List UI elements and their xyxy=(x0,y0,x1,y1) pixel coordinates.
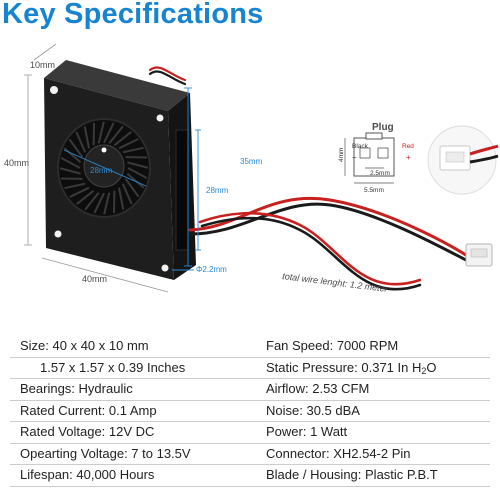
spec-rated-current: Rated Current: 0.1 Amp xyxy=(20,402,157,418)
fan-blade xyxy=(76,189,95,205)
width-label: 40mm xyxy=(82,274,107,284)
fan-blade xyxy=(127,161,149,169)
spec-row: Rated Current: 0.1 Amp Noise: 30.5 dBA xyxy=(0,401,500,422)
fan-blade xyxy=(75,131,87,153)
spec-noise: Noise: 30.5 dBA xyxy=(266,402,360,418)
fan-blade xyxy=(64,182,86,190)
fan-blade xyxy=(69,186,90,198)
wire-length-label: total wire lenght: 1.2 meter xyxy=(282,271,389,294)
spec-rated-voltage: Rated Voltage: 12V DC xyxy=(20,424,155,439)
fan-blade xyxy=(83,126,90,149)
mount-hole-icon xyxy=(156,114,164,122)
plug-width-label: 5.5mm xyxy=(364,187,384,194)
hole-diameter-label: Φ2.2mm xyxy=(196,265,227,274)
fan-blade xyxy=(108,125,124,145)
mount-hole-icon xyxy=(54,230,62,238)
fan-blade xyxy=(103,122,115,144)
fan-blade xyxy=(126,172,145,189)
height-label: 40mm xyxy=(4,158,29,168)
inner-height-label: 28mm xyxy=(206,186,229,195)
fan-blade xyxy=(97,121,105,144)
fan-body xyxy=(44,60,196,280)
spec-row: Bearings: Hydraulic Airflow: 2.53 CFM xyxy=(0,379,500,401)
plug-title: Plug xyxy=(372,122,394,133)
spec-row: 1.57 x 1.57 x 0.39 Inches Static Pressur… xyxy=(0,358,500,379)
fan-blade xyxy=(118,187,125,210)
page-title: Key Specifications xyxy=(2,0,264,30)
fan-blade xyxy=(63,147,82,164)
plug-pitch-label: 2.5mm xyxy=(370,170,390,177)
spec-size: Size: 40 x 40 x 10 mm xyxy=(20,338,149,353)
spec-row: Opearting Voltage: 7 to 13.5V Connector:… xyxy=(0,444,500,465)
plug-black-label: Black xyxy=(352,143,369,150)
fan-blade xyxy=(118,138,139,150)
fan-blade xyxy=(121,183,133,205)
spec-airflow: Airflow: 2.53 CFM xyxy=(266,381,370,396)
fan-blade xyxy=(60,157,81,169)
spec-table: Size: 40 x 40 x 10 mm Fan Speed: 7000 RP… xyxy=(0,336,500,487)
fan-blade xyxy=(59,167,81,175)
plug-diagram: Plug Black Red − + 2.5mm 4mm 5.5mm xyxy=(338,122,414,194)
fan-blade xyxy=(84,191,100,211)
plug-red-label: Red xyxy=(402,143,414,150)
fan-cable xyxy=(148,66,472,291)
fan-blade xyxy=(68,138,84,158)
fan-blade xyxy=(127,167,148,179)
fan-blade xyxy=(124,178,140,198)
rotor-diameter-label: 28mm xyxy=(90,166,113,175)
connector-icon xyxy=(465,243,493,267)
plug-photo xyxy=(427,125,499,195)
svg-text:+: + xyxy=(406,153,411,162)
spec-row: Rated Voltage: 12V DC Power: 1 Watt xyxy=(0,422,500,444)
fan-blade xyxy=(113,131,132,147)
spec-power: Power: 1 Watt xyxy=(266,424,348,439)
plug-height-label: 4mm xyxy=(338,148,345,162)
mount-hole-icon xyxy=(50,86,58,94)
spec-bearings: Bearings: Hydraulic xyxy=(20,381,133,396)
spec-row: Lifespan: 40,000 Hours Blade / Housing: … xyxy=(0,465,500,487)
fan-blade xyxy=(103,192,111,215)
spec-size-inches: 1.57 x 1.57 x 0.39 Inches xyxy=(40,359,186,375)
hole-spacing-label: 35mm xyxy=(240,157,263,166)
spec-row: Size: 40 x 40 x 10 mm Fan Speed: 7000 RP… xyxy=(0,336,500,358)
fan-diagram: 10mm 40mm 40mm 35mm 28mm 28mm Φ2.2mm tot… xyxy=(4,43,499,294)
svg-text:−: − xyxy=(352,153,357,162)
spec-fan-speed: Fan Speed: 7000 RPM xyxy=(266,338,399,353)
fan-blades xyxy=(59,121,149,215)
spec-blade-housing: Blade / Housing: Plastic P.B.T xyxy=(266,467,438,482)
depth-label: 10mm xyxy=(30,60,55,70)
spec-lifespan: Lifespan: 40,000 Hours xyxy=(20,467,155,482)
fan-blade xyxy=(122,146,144,154)
spec-operating-voltage: Opearting Voltage: 7 to 13.5V xyxy=(20,445,191,461)
fan-blade xyxy=(93,192,105,214)
spec-static-pressure: Static Pressure: 0.371 In H2O xyxy=(266,359,437,376)
spec-connector: Connector: XH2.54-2 Pin xyxy=(266,445,411,461)
mount-hole-icon xyxy=(161,264,169,272)
